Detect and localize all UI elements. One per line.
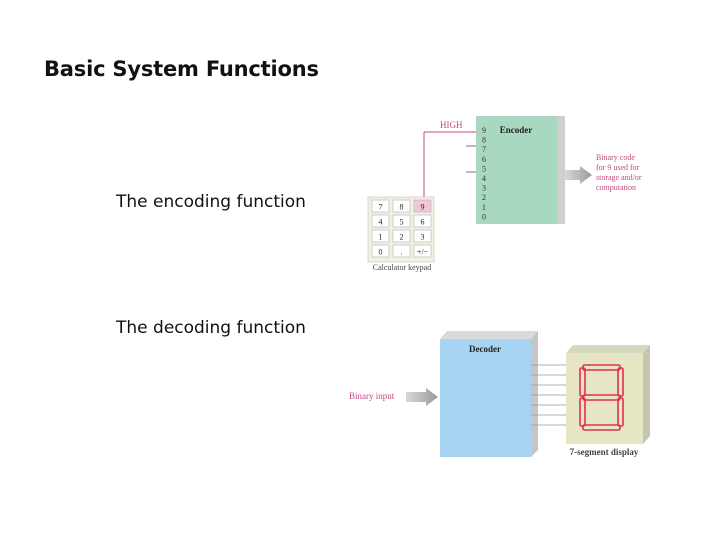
decoder-side-face (531, 331, 538, 457)
encoder-input-number: 6 (482, 155, 486, 164)
decoder-diagram: Decoder Binary input 7-segment display (349, 331, 650, 457)
keypad-key-label: 2 (400, 233, 404, 242)
display-label: 7-segment display (570, 447, 639, 457)
keypad-key (413, 244, 432, 258)
keypad-key (371, 244, 390, 258)
seg-d (582, 424, 621, 431)
encoder-input-number: 9 (482, 126, 486, 135)
keypad-key (371, 229, 390, 243)
decoder-label: Decoder (469, 344, 501, 354)
keypad-key (371, 214, 390, 228)
binary-input-label: Binary input (349, 391, 395, 401)
seven-segment-display (566, 353, 643, 444)
encoder-input-number: 2 (482, 193, 486, 202)
keypad-key-label: 9 (421, 203, 425, 212)
encoder-label: Encoder (500, 125, 533, 135)
keypad-key-label: 7 (379, 203, 383, 212)
encoder-output-arrow (565, 166, 592, 184)
decoder-top-face (440, 331, 538, 339)
bullet-decoding: The decoding function (116, 318, 306, 338)
decoder-output-lines (531, 364, 566, 426)
encoder-block (476, 116, 557, 224)
keypad-key (392, 214, 411, 228)
encoder-input-number: 4 (482, 174, 486, 183)
encoder-shadow (557, 116, 565, 224)
display-top-face (566, 345, 650, 353)
keypad-key (371, 199, 390, 213)
encoder-input-number: 7 (482, 145, 486, 154)
keypad-key-label: 4 (379, 218, 383, 227)
keypad-key (413, 229, 432, 243)
keypad-label: Calculator keypad (373, 263, 431, 272)
keypad-key-label: 3 (421, 233, 425, 242)
keypad-key-label: 8 (400, 203, 404, 212)
encoder-output-line: Binary code (596, 153, 635, 162)
encoder-input-number: 1 (482, 203, 486, 212)
seg-b (617, 367, 624, 397)
encoder-output-line: storage and/or (596, 173, 642, 182)
keypad-key-label: . (401, 248, 403, 257)
decoder-block (440, 339, 531, 457)
seg-e (579, 397, 586, 427)
display-side-face (643, 345, 650, 444)
encoder-input-number: 8 (482, 136, 486, 145)
digit-8-segments (579, 364, 624, 431)
keypad-key (392, 199, 411, 213)
decoder-input-arrow (406, 388, 438, 406)
seg-c (617, 397, 624, 427)
encoder-input-number: 3 (482, 184, 486, 193)
encoder-output-line: computation (596, 183, 636, 192)
keypad-key (413, 199, 432, 213)
slide-title: Basic System Functions (44, 57, 319, 81)
seg-f (579, 367, 586, 397)
keypad-key-label: 1 (379, 233, 383, 242)
keypad-key-label: 6 (421, 218, 425, 227)
encoder-output-line: for 9 used for (596, 163, 640, 172)
high-label: HIGH (440, 120, 463, 130)
keypad-key-label: 5 (400, 218, 404, 227)
bullet-encoding: The encoding function (116, 192, 306, 212)
keypad-keys: 7 8 9 4 5 6 1 2 3 0. +/− (371, 199, 432, 258)
keypad-key (392, 244, 411, 258)
encoder-input-number: 0 (482, 212, 486, 221)
keypad-key-label: +/− (417, 248, 429, 257)
keypad-key-label: 0 (379, 248, 383, 257)
keypad-key (392, 229, 411, 243)
keypad-key (413, 214, 432, 228)
encoder-input-number: 5 (482, 164, 486, 173)
